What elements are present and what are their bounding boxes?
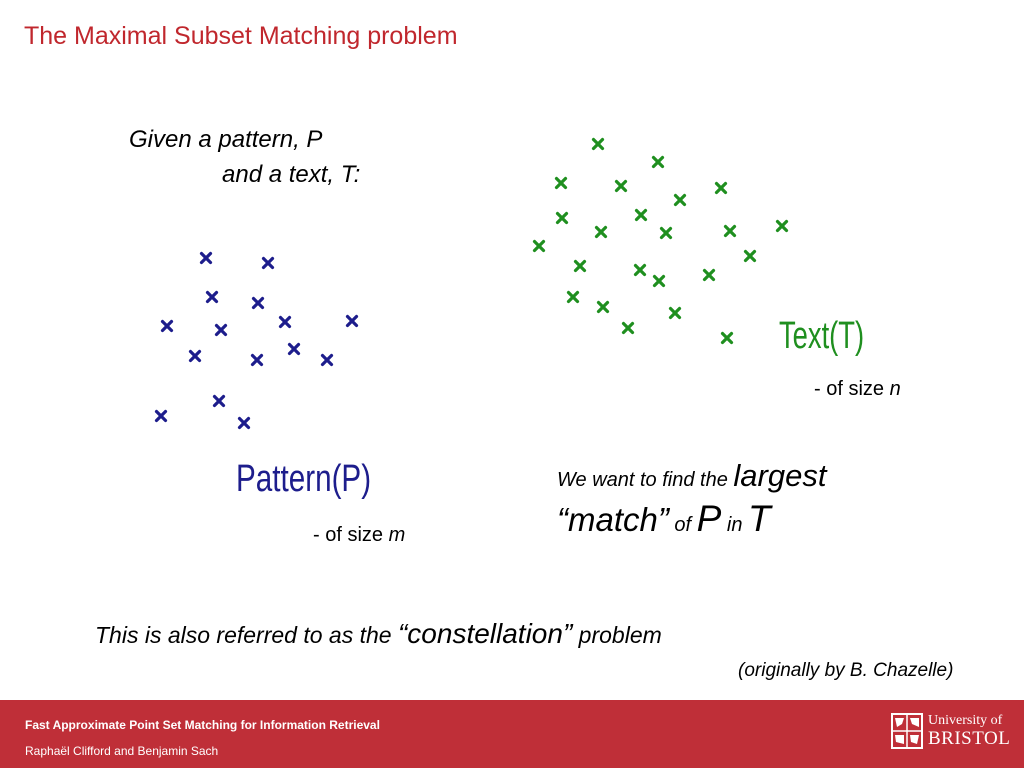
intro-line-2: and a text, T: (222, 161, 361, 188)
text-point-set (532, 137, 789, 345)
text-point-cross-icon (720, 331, 734, 345)
text-point-cross-icon (633, 263, 647, 277)
text-label: Text(T) (779, 315, 865, 357)
text-point-cross-icon (594, 225, 608, 239)
goal-t: T (748, 498, 771, 539)
pattern-size-note: - of size m (313, 524, 405, 547)
point-sets (154, 137, 789, 430)
text-point-cross-icon (555, 211, 569, 225)
text-point-cross-icon (652, 274, 666, 288)
conclusion-before: This is also referred to as the (95, 622, 398, 648)
pattern-point-cross-icon (154, 409, 168, 423)
text-size-prefix: - of size (814, 378, 890, 400)
pattern-point-cross-icon (320, 353, 334, 367)
text-point-cross-icon (714, 181, 728, 195)
pattern-point-cross-icon (237, 416, 251, 430)
pattern-point-cross-icon (250, 353, 264, 367)
slide-title: The Maximal Subset Matching problem (24, 22, 458, 50)
pattern-point-cross-icon (212, 394, 226, 408)
pattern-point-cross-icon (278, 315, 292, 329)
goal-p: P (696, 498, 722, 539)
logo-text-large: BRISTOL (928, 728, 1011, 749)
pattern-point-cross-icon (251, 296, 265, 310)
pattern-point-set (154, 251, 359, 430)
text-size-note: - of size n (814, 378, 901, 401)
university-crest-icon (891, 713, 923, 749)
text-point-cross-icon (743, 249, 757, 263)
pattern-point-cross-icon (205, 290, 219, 304)
pattern-size-prefix: - of size (313, 524, 389, 546)
goal-largest: largest (733, 458, 827, 493)
pattern-size-var: m (388, 524, 406, 546)
text-point-cross-icon (634, 208, 648, 222)
pattern-point-cross-icon (188, 349, 202, 363)
text-size-var: n (889, 378, 901, 400)
pattern-point-cross-icon (214, 323, 228, 337)
goal-text-1: We want to find the (557, 469, 734, 491)
text-point-cross-icon (532, 239, 546, 253)
text-point-cross-icon (554, 176, 568, 190)
conclusion-after: problem (572, 622, 662, 648)
text-point-cross-icon (566, 290, 580, 304)
footer-bar: Fast Approximate Point Set Matching for … (0, 700, 1024, 768)
logo-text-small: University of (928, 713, 1003, 728)
text-point-cross-icon (723, 224, 737, 238)
text-point-cross-icon (651, 155, 665, 169)
pattern-point-cross-icon (261, 256, 275, 270)
text-point-cross-icon (775, 219, 789, 233)
goal-of: of (668, 514, 697, 536)
goal-line-1: We want to find the largest (557, 458, 826, 494)
footer-authors: Raphaël Clifford and Benjamin Sach (25, 744, 219, 758)
credit-note: (originally by B. Chazelle) (738, 660, 954, 681)
text-point-cross-icon (596, 300, 610, 314)
text-point-cross-icon (702, 268, 716, 282)
conclusion: This is also referred to as the “constel… (95, 618, 662, 650)
pattern-point-cross-icon (160, 319, 174, 333)
text-point-cross-icon (659, 226, 673, 240)
text-point-cross-icon (621, 321, 635, 335)
text-point-cross-icon (668, 306, 682, 320)
intro-line-1: Given a pattern, P (129, 126, 323, 153)
goal-match: “match” (557, 501, 669, 538)
goal-line-2: “match” of P in T (557, 498, 771, 540)
text-point-cross-icon (573, 259, 587, 273)
pattern-point-cross-icon (287, 342, 301, 356)
footer-title: Fast Approximate Point Set Matching for … (25, 718, 380, 732)
goal-in: in (721, 514, 749, 536)
text-point-cross-icon (614, 179, 628, 193)
pattern-point-cross-icon (345, 314, 359, 328)
text-point-cross-icon (673, 193, 687, 207)
text-point-cross-icon (591, 137, 605, 151)
pattern-label: Pattern(P) (236, 458, 372, 500)
pattern-point-cross-icon (199, 251, 213, 265)
conclusion-highlight: “constellation” (397, 618, 573, 649)
